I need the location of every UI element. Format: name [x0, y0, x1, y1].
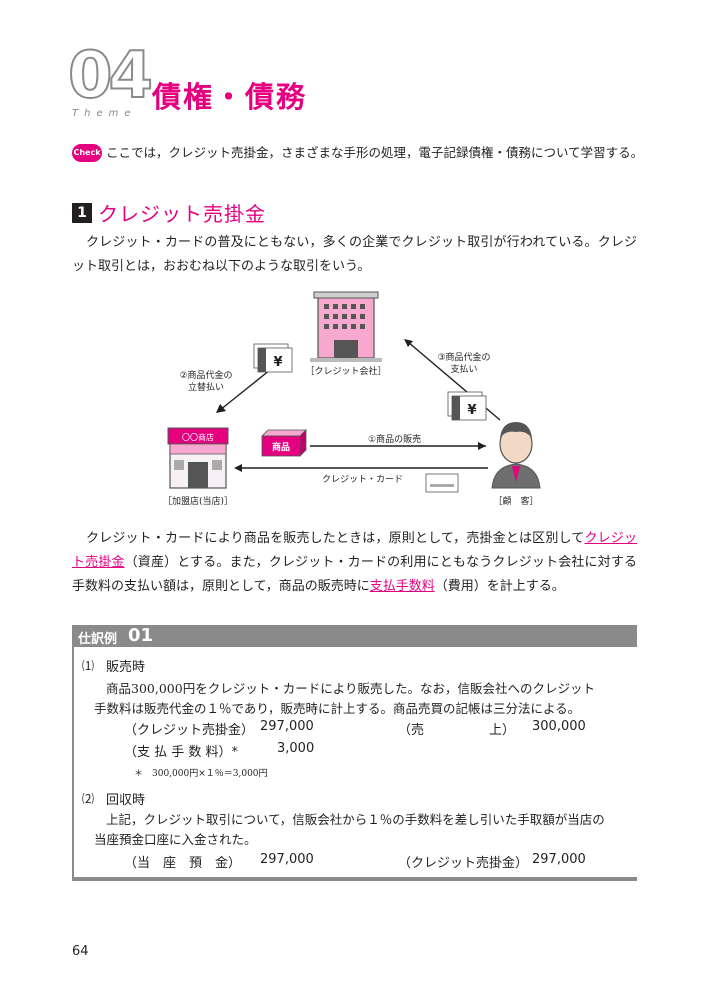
sale-arrow-icon	[310, 442, 486, 450]
card-arrow-icon	[234, 464, 488, 472]
case1-credit1-amount: 300,000	[532, 719, 586, 734]
store-sign: 〇〇商店	[182, 432, 214, 442]
check-badge: Check	[72, 144, 102, 162]
term-credit-receivable: クレジット売掛金	[72, 531, 637, 570]
term-payment-fee: 支払手数料	[369, 579, 435, 594]
goods-label: 商品	[272, 441, 290, 453]
example-label: 仕訳例	[78, 632, 118, 647]
yen-symbol-2: ¥	[467, 403, 476, 418]
case2-credit-amount: 297,000	[532, 852, 586, 867]
customer-label: ［顧 客］	[493, 495, 538, 507]
case1-credit1-account: （売 上）	[398, 723, 516, 738]
example-header: 仕訳例 01	[72, 625, 637, 647]
yen-symbol-1: ¥	[273, 355, 282, 370]
case1-debit1-amount: 297,000	[260, 719, 314, 734]
credit-company-building-icon	[310, 291, 382, 362]
theme-number: 04	[67, 39, 154, 113]
flow-sale-label: ①商品の販売	[368, 433, 421, 445]
case2-text-line2: 当座預金口座に入金された。	[94, 832, 257, 847]
flow-advance-label-2: 立替払い	[188, 381, 224, 393]
page-title: 債権・債務	[152, 80, 308, 114]
flow-advance-label-1: ②商品代金の	[179, 369, 232, 381]
journal-example-box: 仕訳例 01 ⑴ 販売時 商品300,000円をクレジット・カードにより販売した…	[72, 625, 637, 881]
case1-debit1-account: （クレジット売掛金）	[124, 723, 255, 738]
intro-paragraph: クレジット・カードの普及にともない，多くの企業でクレジット取引が行われている。ク…	[72, 235, 637, 274]
box-left-border	[72, 647, 74, 881]
case1-title: 販売時	[106, 660, 146, 675]
case1-debit2-amount: 3,000	[277, 741, 315, 756]
check-text: ここでは，クレジット売掛金，さまざまな手形の処理，電子記録債権・債務について学習…	[106, 145, 644, 160]
yen-bills-icon	[253, 343, 293, 373]
body-text-a: クレジット・カードにより商品を販売したときは，原則として，売掛金とは区別して	[86, 531, 585, 546]
customer-person-icon	[491, 422, 541, 489]
yen-bills-icon	[447, 391, 487, 421]
example-number: 01	[128, 625, 154, 646]
case2-title: 回収時	[106, 793, 146, 808]
case1-text-line2: 手数料は販売代金の１％であり，販売時に計上する。商品売買の記帳は三分法による。	[94, 701, 581, 716]
box-bottom-border	[72, 877, 637, 881]
body-text-b: （資産）とする。また，クレジット・カードの利用にともなうクレジット会社に対する手…	[72, 555, 637, 594]
body-text-c: （費用）を計上する。	[434, 579, 565, 594]
case2-credit-account: （クレジット売掛金）	[398, 856, 529, 871]
credit-flow-diagram: ［クレジット会社］ 〇〇商店 ［加盟店(当店)］ ［顧 客］ 商品 ①商品の販売…	[163, 291, 541, 507]
body-paragraph: クレジット・カードにより商品を販売したときは，原則として，売掛金とは区別してクレ…	[72, 527, 637, 599]
section-number: 1	[72, 203, 92, 223]
goods-box-icon	[261, 429, 307, 457]
case1-note: ＊ 300,000円×１％＝3,000円	[134, 769, 268, 779]
section-title: クレジット売掛金	[98, 202, 266, 226]
store-label: ［加盟店(当店)］	[163, 495, 233, 507]
case2-text-line1: 上記，クレジット取引について，信販会社から１％の手数料を差し引いた手取額が当店の	[106, 812, 605, 827]
credit-card-icon	[425, 473, 459, 493]
company-label: ［クレジット会社］	[305, 365, 386, 377]
case2-debit-account: （当 座 預 金）	[124, 856, 242, 871]
flow-customer-pay-label-2: 支払い	[450, 363, 477, 375]
store-building-icon	[167, 427, 229, 489]
case2-marker: ⑵	[82, 792, 95, 806]
theme-word: Theme	[72, 108, 137, 119]
case2-debit-amount: 297,000	[260, 852, 314, 867]
case1-marker: ⑴	[82, 659, 95, 673]
flow-customer-pay-label-1: ③商品代金の	[437, 351, 490, 363]
flow-card-label: クレジット・カード	[322, 474, 403, 485]
case1-text-line1: 商品300,000円をクレジット・カードにより販売した。なお，信販会社へのクレジ…	[106, 681, 595, 696]
case1-debit2-account: （支 払 手 数 料）*	[124, 745, 239, 760]
page-number: 64	[72, 944, 89, 959]
